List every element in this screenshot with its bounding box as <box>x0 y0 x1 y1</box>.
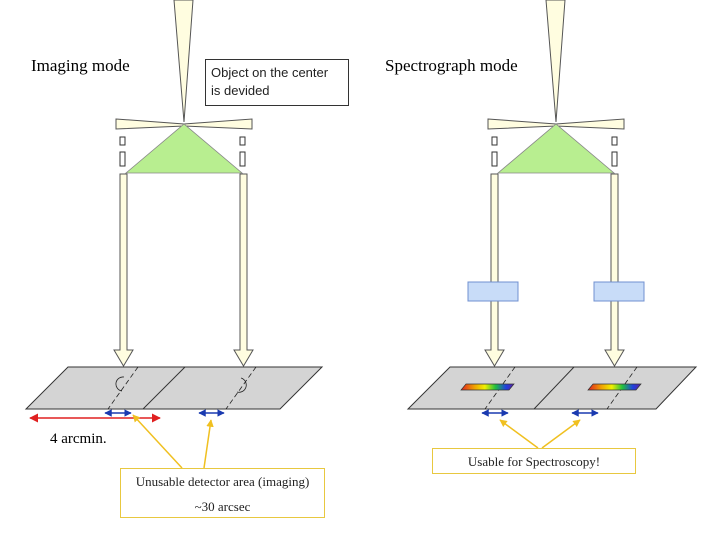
incoming-beam <box>545 0 566 123</box>
usable-box: Usable for Spectroscopy! <box>432 448 636 474</box>
incoming-beam <box>173 0 194 123</box>
unusable-area-box: Unusable detector area (imaging) ~30 arc… <box>120 468 325 518</box>
spectrum-strip <box>460 383 515 391</box>
beam-arrow <box>233 173 254 367</box>
unusable-line1: Unusable detector area (imaging) <box>135 474 310 489</box>
grism <box>467 281 519 302</box>
pointer-line <box>203 419 214 469</box>
unusable-line2: ~30 arcsec <box>194 499 251 514</box>
slit-box <box>611 136 618 146</box>
beam-arrow <box>604 173 625 367</box>
imaging-mode-title: Imaging mode <box>31 56 130 75</box>
object-half <box>115 376 125 392</box>
beam-arrow <box>484 173 505 367</box>
center-line <box>225 366 257 410</box>
prism <box>124 123 244 174</box>
spectrograph-unit <box>406 0 698 449</box>
slit-box <box>239 136 246 146</box>
slit-box <box>611 151 618 167</box>
usable-label: Usable for Spectroscopy! <box>467 454 601 469</box>
pointer-line <box>132 414 183 469</box>
imaging-unit <box>24 0 324 469</box>
pointer-line <box>541 419 581 449</box>
slit-box <box>119 136 126 146</box>
slit-box <box>491 136 498 146</box>
detector-plane <box>141 366 324 410</box>
slit-box <box>119 151 126 167</box>
spectrum-strip <box>587 383 642 391</box>
beam-arrow <box>113 173 134 367</box>
slit-box <box>491 151 498 167</box>
object-note-line2: is devided <box>211 83 270 98</box>
pointer-line <box>499 419 539 449</box>
prism <box>496 123 616 174</box>
grism <box>593 281 645 302</box>
spectrograph-mode-title: Spectrograph mode <box>385 56 518 75</box>
object-note-box: Object on the center is devided <box>205 59 349 106</box>
object-half <box>236 377 247 393</box>
slit-box <box>239 151 246 167</box>
object-note-line1: Object on the center <box>211 65 329 80</box>
arcmin-label: 4 arcmin. <box>50 431 107 447</box>
center-line <box>107 366 139 410</box>
